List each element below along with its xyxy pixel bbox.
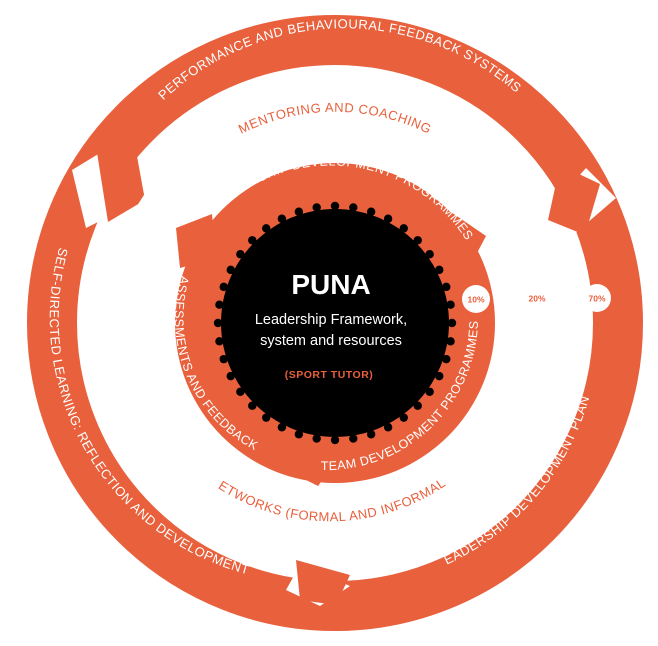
gear-tooth — [226, 371, 235, 381]
center-tag: (SPORT TUTOR) — [285, 369, 374, 381]
gear-tooth — [413, 236, 422, 245]
outer-ring — [27, 15, 643, 631]
badge-middle-circle — [523, 284, 551, 312]
badge-middle-label: 20% — [528, 294, 545, 304]
gear-tooth — [435, 371, 444, 381]
gear-tooth — [383, 214, 393, 223]
badge-outer-circle — [583, 284, 611, 312]
gear-tooth — [425, 250, 434, 259]
inner-ring-arrow-bottom — [286, 446, 330, 486]
center-title: PUNA — [291, 269, 370, 300]
gear-tooth — [219, 354, 228, 364]
gear-tooth — [349, 434, 358, 443]
gear-tooth — [277, 214, 287, 223]
badge-inner-circle — [462, 285, 490, 313]
gear-tooth — [366, 207, 376, 216]
gear-tooth — [236, 250, 245, 259]
outer-ring-arrow-bottom — [296, 560, 350, 605]
gear-tooth — [330, 201, 340, 211]
gear-tooth — [425, 387, 434, 396]
inner-ring-arrow-left — [176, 214, 216, 268]
gear-tooth — [215, 300, 224, 309]
gear-tooth — [219, 282, 228, 292]
gear-tooth — [312, 203, 321, 212]
gear-tooth — [213, 318, 223, 328]
gear-tooth — [330, 435, 340, 445]
gear-tooth — [294, 430, 304, 439]
gear-tooth — [294, 207, 304, 216]
middle-ring-pointer-left — [96, 288, 140, 306]
gear-tooth — [236, 387, 245, 396]
gear-tooth — [399, 413, 408, 422]
badge-middle: 20% — [523, 284, 551, 312]
gear-tooth — [366, 430, 376, 439]
gear-tooth — [215, 337, 224, 346]
outer-ring-arrow-right — [548, 165, 600, 235]
badge-inner-label: 10% — [467, 295, 484, 305]
gear-tooth — [312, 434, 321, 443]
gear-tooth — [262, 224, 271, 233]
center-gear-teeth — [213, 201, 457, 445]
gear-tooth — [277, 423, 287, 432]
inner-ring-arrow-top — [430, 210, 486, 270]
badge-outer: 70% — [583, 284, 611, 312]
gear-tooth — [262, 413, 271, 422]
center-subtitle-line1: Leadership Framework, — [255, 312, 407, 328]
center-subtitle-line2: system and resources — [260, 333, 402, 349]
gear-tooth — [435, 265, 444, 275]
gear-tooth — [413, 401, 422, 410]
outer-ring-band — [27, 15, 643, 631]
center-gear-body — [221, 209, 449, 437]
gear-tooth — [447, 318, 457, 328]
gear-tooth — [442, 354, 451, 364]
gear-tooth — [383, 423, 393, 432]
gear-tooth — [349, 203, 358, 212]
gear-tooth — [248, 401, 257, 410]
gear-tooth — [446, 300, 455, 309]
middle-ring-pointer-right — [510, 318, 560, 348]
gear-tooth — [446, 337, 455, 346]
badge-inner: 10% — [462, 285, 490, 313]
center-gear: PUNA Leadership Framework, system and re… — [213, 201, 457, 445]
outer-ring-arrow-left — [95, 118, 145, 222]
badge-outer-label: 70% — [588, 294, 605, 304]
gear-tooth — [226, 265, 235, 275]
gear-tooth — [442, 282, 451, 292]
gear-tooth — [248, 236, 257, 245]
gear-tooth — [399, 224, 408, 233]
